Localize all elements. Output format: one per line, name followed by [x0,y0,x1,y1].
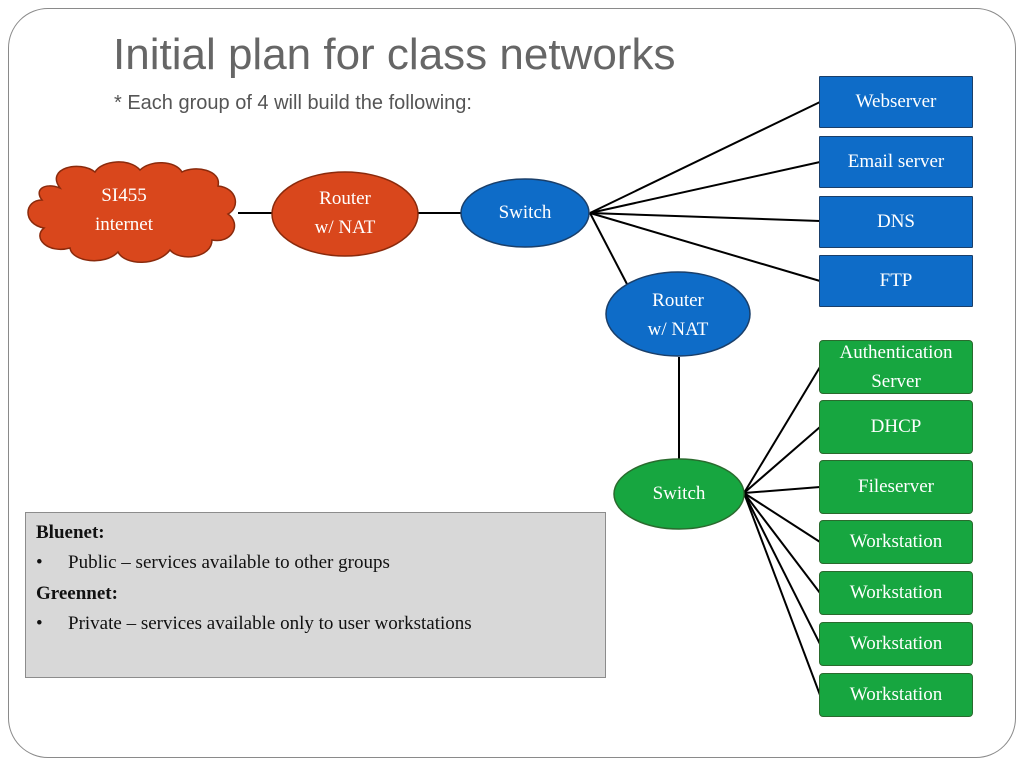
server-box-webserver: Webserver [819,76,973,128]
greennet-bullet-text: Private – services available only to use… [68,613,472,634]
link-switch2-ws1 [743,492,821,543]
server-label: Workstation [849,632,943,654]
switch-bottom-shape [613,458,745,530]
router-top-shape [271,171,419,257]
router-mid-label: Router w/ NAT [618,282,738,348]
legend-box: Bluenet: • Public – services available t… [25,512,606,678]
server-label: Email server [847,150,945,172]
bullet-icon: • [36,613,43,634]
server-box-workstation-4: Workstation [819,673,973,717]
cloud-line1: SI455 [101,184,147,206]
connection-lines [238,101,821,696]
internet-cloud-label: SI455 internet [60,178,188,242]
server-box-authentication: Authentication Server [819,340,973,394]
link-switch-dns [589,212,821,222]
bluenet-bullet-text: Public – services available to other gro… [68,552,390,573]
greennet-bullet: • Private – services available only to u… [36,612,595,636]
cloud-line2: internet [94,214,154,235]
router-top-line1: Router [319,187,371,209]
router-top-line2: w/ NAT [314,217,376,238]
server-box-dhcp: DHCP [819,400,973,454]
router-mid-line1: Router [652,289,704,311]
server-box-workstation-1: Workstation [819,520,973,564]
link-switch2-ws2 [743,492,821,594]
switch-top-label: Switch [465,196,585,230]
server-label: Fileserver [858,475,934,497]
page-subtitle: * Each group of 4 will build the followi… [114,92,472,114]
link-switch2-fileserver [743,486,821,494]
link-switch-router2 [589,212,629,287]
link-switch2-ws3 [743,492,821,645]
switch-top-text: Switch [498,202,552,224]
bluenet-heading: Bluenet: [36,522,105,543]
bullet-icon: • [36,552,43,573]
server-label: DNS [876,210,915,232]
server-label: Workstation [849,683,943,705]
server-label: Workstation [849,530,943,552]
server-box-ftp: FTP [819,255,973,307]
switch-bottom-label: Switch [619,477,739,511]
router-top-label: Router w/ NAT [285,180,405,246]
server-box-email: Email server [819,136,973,188]
link-switch-email [589,161,821,214]
link-switch-webserver [589,101,821,214]
link-switch-ftp [589,212,821,282]
server-box-workstation-3: Workstation [819,622,973,666]
server-label: Workstation [849,581,943,603]
server-label: FTP [879,269,913,291]
server-label: DHCP [870,415,922,437]
bluenet-bullet: • Public – services available to other g… [36,551,595,575]
link-switch2-auth [743,366,821,494]
page-title: Initial plan for class networks [113,30,676,79]
server-box-fileserver: Fileserver [819,460,973,514]
router-mid-line2: w/ NAT [647,319,709,340]
internet-cloud-icon [27,161,237,263]
server-label: Authentication Server [839,341,953,392]
greennet-heading: Greennet: [36,583,118,604]
link-switch2-ws4 [743,492,821,696]
switch-bottom-text: Switch [652,483,706,505]
server-box-workstation-2: Workstation [819,571,973,615]
server-label: Webserver [855,90,937,112]
router-mid-shape [605,271,751,357]
server-box-dns: DNS [819,196,973,248]
switch-top-shape [460,178,590,248]
link-switch2-dhcp [743,426,821,494]
